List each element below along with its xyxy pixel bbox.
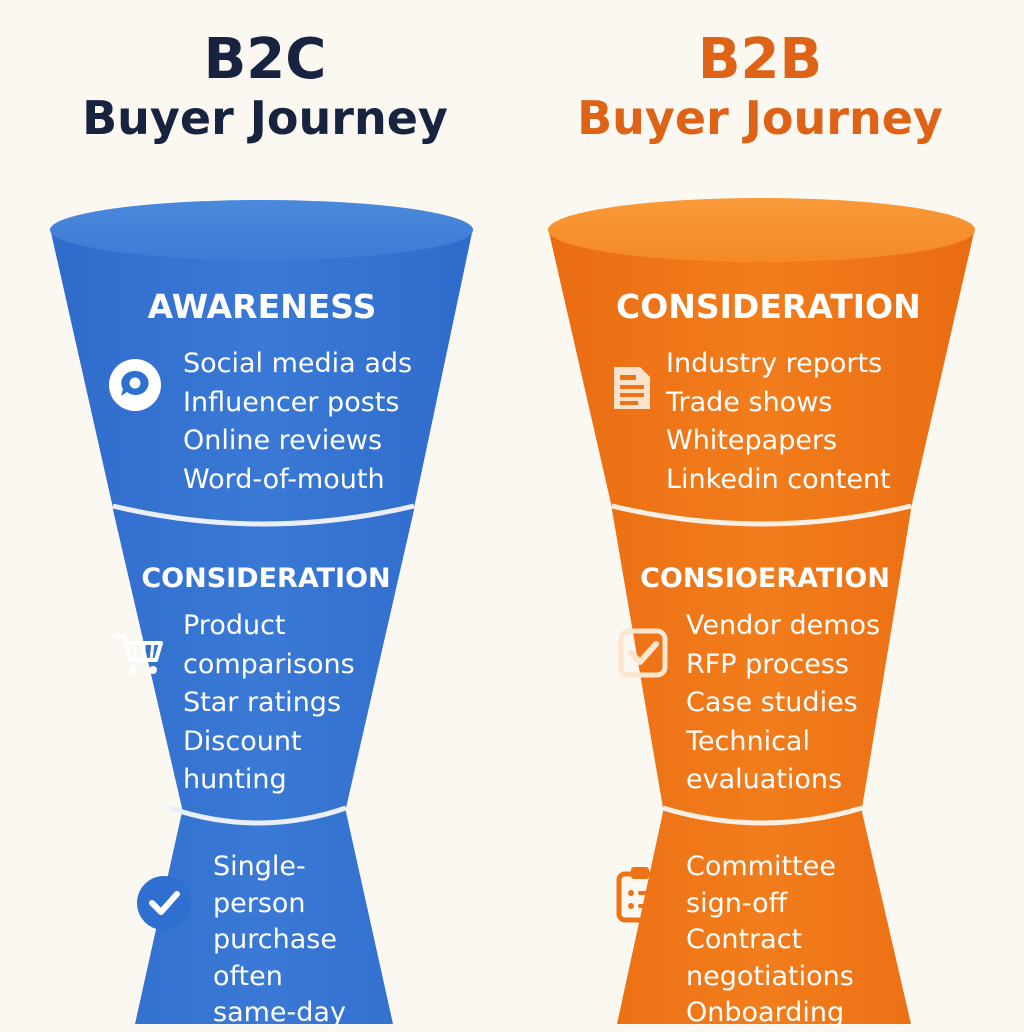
shopping-cart-icon bbox=[114, 634, 163, 674]
b2b-funnel bbox=[548, 198, 975, 1024]
b2c-divider-2 bbox=[169, 805, 347, 826]
b2c-funnel bbox=[50, 200, 473, 1024]
b2c-stage-awareness-label: AWARENESS bbox=[147, 287, 377, 326]
b2b-funnel-rim bbox=[548, 198, 975, 262]
b2b-funnel-body bbox=[548, 228, 975, 1024]
b2b-stage-consideration-items: Industry reports Trade shows Whitepapers… bbox=[666, 345, 891, 499]
checkmark-circle-icon bbox=[137, 876, 191, 930]
b2c-funnel-rim bbox=[50, 200, 473, 260]
list-item: Product bbox=[183, 610, 286, 641]
list-item: RFP process bbox=[686, 648, 849, 680]
list-item: Star ratings bbox=[183, 687, 342, 718]
list-item: person bbox=[213, 887, 306, 919]
b2c-title: B2C Buyer Journey bbox=[40, 30, 490, 146]
b2b-title-line1: B2B bbox=[697, 27, 823, 92]
list-item: purchase bbox=[213, 924, 337, 955]
b2b-divider-1 bbox=[611, 503, 912, 527]
list-item: Word-of-mouth bbox=[183, 463, 385, 495]
list-item: Linkedin content bbox=[666, 463, 891, 495]
b2b-title-line2: Buyer Journey bbox=[577, 91, 943, 145]
list-item: negotiations bbox=[686, 960, 854, 992]
list-item: Case studies bbox=[686, 687, 858, 718]
list-item: Industry reports bbox=[666, 348, 883, 379]
document-icon bbox=[614, 367, 650, 409]
list-item: sign-off bbox=[686, 887, 788, 919]
list-item: Discount bbox=[183, 725, 302, 757]
b2c-funnel-body bbox=[50, 228, 473, 1024]
b2c-stage-consideration-items: Product comparisons Star ratings Discoun… bbox=[183, 607, 355, 800]
list-item: Committee bbox=[686, 851, 836, 882]
b2b-stage-evaluation-items: Vendor demos RFP process Case studies Te… bbox=[686, 607, 880, 800]
list-item: often bbox=[213, 960, 283, 992]
list-item: Whitepapers bbox=[666, 425, 838, 456]
b2c-stage-awareness-items: Social media ads Influencer posts Online… bbox=[183, 345, 412, 499]
list-item: Contract bbox=[686, 924, 803, 955]
b2b-title: B2B Buyer Journey bbox=[535, 30, 985, 146]
list-item: Vendor demos bbox=[686, 610, 881, 641]
list-item: same-day bbox=[213, 997, 346, 1028]
list-item: Technical bbox=[686, 725, 810, 757]
b2c-stage-purchase-items: Single- person purchase often same-day bbox=[213, 849, 346, 1032]
b2c-divider-1 bbox=[112, 503, 415, 527]
list-item: Social media ads bbox=[183, 348, 413, 379]
checkbox-icon bbox=[618, 628, 668, 678]
list-item: Single- bbox=[213, 851, 306, 882]
b2b-stage-decision-items: Committee sign-off Contract negotiations… bbox=[686, 849, 854, 1032]
b2b-divider-2 bbox=[662, 805, 863, 826]
list-item: evaluations bbox=[686, 764, 843, 795]
b2c-title-line2: Buyer Journey bbox=[82, 91, 448, 145]
list-item: Trade shows bbox=[666, 386, 833, 418]
b2b-stage-evaluation-label: CONSIOERATION bbox=[640, 563, 890, 594]
b2c-title-line1: B2C bbox=[203, 27, 327, 92]
list-item: Online reviews bbox=[183, 425, 383, 456]
list-item: comparisons bbox=[183, 648, 355, 680]
list-item: hunting bbox=[183, 764, 287, 795]
b2b-stage-consideration-label: CONSIDERATION bbox=[616, 287, 921, 326]
chat-bubble-icon bbox=[109, 359, 161, 411]
clipboard-icon bbox=[616, 867, 664, 923]
b2c-stage-consideration-label: CONSIDERATION bbox=[141, 563, 391, 594]
list-item: Influencer posts bbox=[183, 386, 400, 418]
list-item: Onboarding bbox=[686, 997, 845, 1028]
